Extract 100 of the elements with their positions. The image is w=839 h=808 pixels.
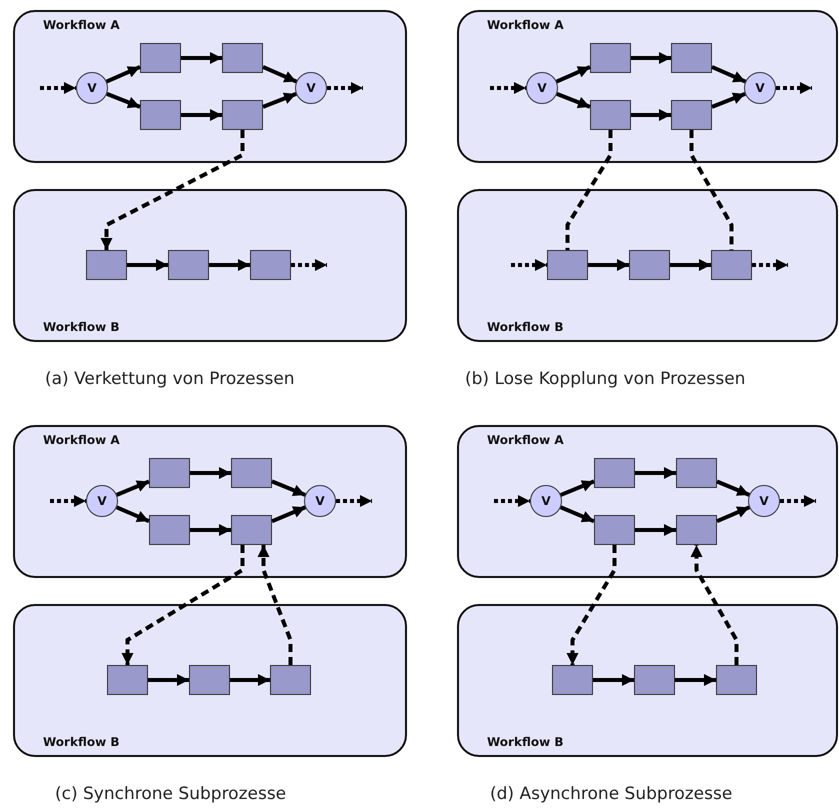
process-box [716, 665, 757, 695]
process-box [594, 515, 635, 545]
dashed-arrow [511, 259, 547, 271]
arrow [631, 109, 671, 121]
dashed-arrow [690, 545, 738, 665]
process-box [231, 458, 272, 488]
arrow [262, 65, 298, 84]
dashed-arrow [494, 495, 530, 507]
gateway-circle: V [86, 485, 118, 517]
arrow [181, 109, 222, 121]
dashed-arrow [336, 495, 372, 507]
dashed-arrow [291, 259, 327, 271]
dashed-arrow [40, 82, 76, 94]
arrow [711, 92, 746, 109]
process-box [629, 250, 670, 280]
dashed-arrow [490, 82, 526, 94]
arrow [556, 65, 591, 84]
workflow-container [457, 189, 838, 342]
process-box [552, 665, 593, 695]
dashed-line [690, 130, 734, 250]
gateway-circle: V [748, 485, 780, 517]
arrow [148, 674, 189, 686]
arrow [560, 505, 595, 524]
workflow-title: Workflow B [43, 735, 120, 749]
process-box [140, 100, 181, 130]
process-box [189, 665, 230, 695]
arrow [230, 674, 270, 686]
workflow-title: Workflow B [487, 735, 564, 749]
subfigure-caption: (b) Lose Kopplung von Prozessen [465, 369, 746, 389]
dashed-arrow [752, 259, 788, 271]
arrow [635, 524, 676, 536]
workflow-title: Workflow B [43, 320, 120, 334]
process-box [711, 250, 752, 280]
process-box [676, 458, 717, 488]
arrow [116, 505, 150, 524]
process-box [250, 250, 291, 280]
process-box [149, 515, 190, 545]
arrow [675, 674, 716, 686]
arrow [190, 524, 231, 536]
arrow [711, 65, 746, 84]
workflow-title: Workflow A [43, 18, 120, 32]
workflow-container [13, 10, 407, 163]
gateway-circle: V [76, 72, 108, 104]
dashed-arrow [776, 82, 812, 94]
workflow-title: Workflow B [487, 320, 564, 334]
dashed-line [566, 130, 612, 250]
workflow-container [13, 189, 407, 342]
arrow [593, 674, 634, 686]
arrow [209, 259, 250, 271]
process-box [671, 100, 712, 130]
process-box [168, 250, 209, 280]
workflow-container [13, 604, 407, 757]
arrow [716, 505, 750, 524]
dashed-arrow [100, 130, 244, 250]
subfigure-caption: (a) Verkettung von Prozessen [45, 369, 295, 389]
arrow [271, 505, 306, 524]
process-box [231, 515, 272, 545]
process-box [547, 250, 588, 280]
workflow-container [457, 604, 838, 757]
process-box [590, 43, 631, 73]
process-box [590, 100, 631, 130]
subfigure-caption: (c) Synchrone Subprozesse [55, 784, 286, 804]
arrow [631, 52, 671, 64]
dashed-arrow [780, 495, 816, 507]
process-box [676, 515, 717, 545]
arrow [670, 259, 711, 271]
process-box [671, 43, 712, 73]
arrow [588, 259, 629, 271]
process-box [270, 665, 311, 695]
process-box [149, 458, 190, 488]
workflow-container [13, 425, 407, 578]
process-box [634, 665, 675, 695]
workflow-title: Workflow A [487, 433, 564, 447]
gateway-circle: V [526, 72, 558, 104]
arrow [106, 65, 141, 84]
gateway-circle: V [295, 72, 327, 104]
gateway-circle: V [530, 485, 562, 517]
process-box [107, 665, 148, 695]
arrow [556, 92, 591, 109]
gateway-circle: V [744, 72, 776, 104]
process-box [222, 43, 263, 73]
arrow [127, 259, 168, 271]
process-box [86, 250, 127, 280]
process-box [594, 458, 635, 488]
dashed-arrow [258, 545, 292, 665]
arrow [716, 480, 750, 497]
arrow [560, 480, 595, 497]
arrow [106, 92, 141, 109]
arrow [190, 467, 231, 479]
arrow [271, 480, 306, 497]
dashed-arrow [50, 495, 86, 507]
subfigure-caption: (d) Asynchrone Subprozesse [490, 784, 732, 804]
process-box [222, 100, 263, 130]
arrow [116, 480, 150, 497]
gateway-circle: V [304, 485, 336, 517]
process-box [140, 43, 181, 73]
arrow [262, 92, 297, 109]
dashed-arrow [327, 82, 363, 94]
dashed-arrow [122, 545, 244, 665]
workflow-title: Workflow A [487, 18, 564, 32]
